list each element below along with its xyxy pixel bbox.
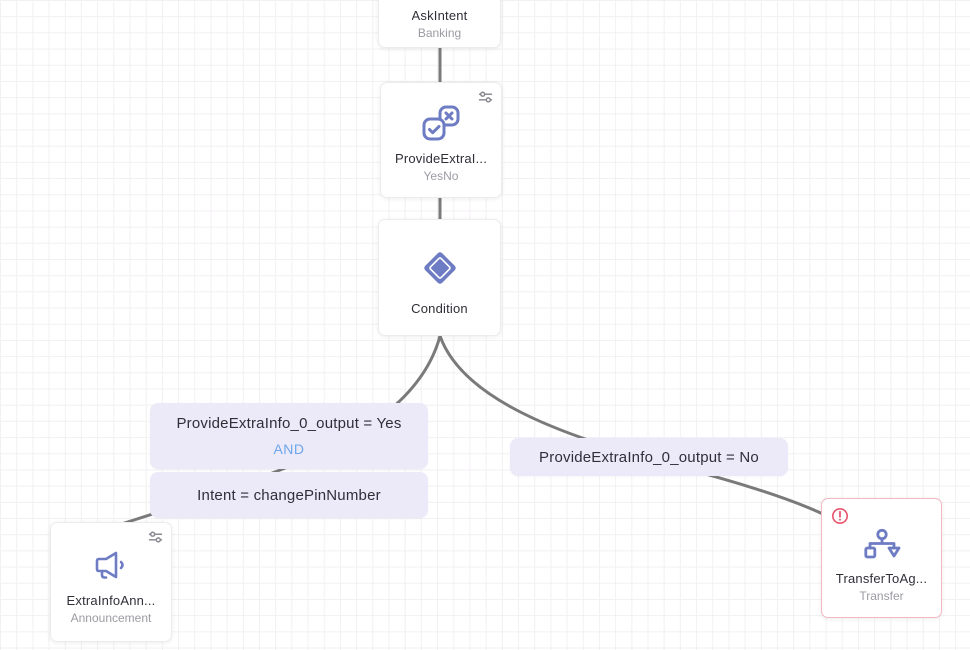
node-condition[interactable]: Condition: [378, 219, 501, 336]
condition-diamond-icon: [419, 247, 461, 289]
node-title: TransferToAg...: [835, 571, 928, 586]
branch-label-yes[interactable]: ProvideExtraInfo_0_output = Yes AND: [150, 403, 428, 469]
megaphone-icon: [92, 551, 130, 583]
branch-expression: ProvideExtraInfo_0_output = Yes: [176, 415, 402, 432]
node-title: ExtraInfoAnn...: [66, 593, 156, 608]
transfer-org-flow-icon: [862, 528, 902, 562]
node-subtitle: Banking: [417, 26, 462, 40]
node-extra-info-announcement[interactable]: ExtraInfoAnn... Announcement: [50, 522, 172, 642]
node-subtitle: Transfer: [859, 589, 904, 603]
branch-expression: ProvideExtraInfo_0_output = No: [539, 448, 759, 466]
node-provide-extra-info[interactable]: ProvideExtraI... YesNo: [380, 82, 502, 198]
node-subtitle: YesNo: [423, 169, 459, 183]
yesno-check-cross-icon: [421, 105, 461, 143]
node-title: AskIntent: [411, 8, 468, 23]
error-exclamation-icon: [831, 507, 849, 525]
node-transfer-to-agent[interactable]: TransferToAg... Transfer: [821, 498, 942, 618]
sliders-icon[interactable]: [478, 90, 493, 105]
branch-label-yes-expression-2[interactable]: Intent = changePinNumber: [150, 472, 428, 518]
branch-expression: Intent = changePinNumber: [197, 486, 381, 504]
node-ask-intent[interactable]: AskIntent Banking: [378, 0, 501, 48]
node-title: ProvideExtraI...: [394, 151, 488, 166]
branch-operator: AND: [273, 441, 305, 457]
sliders-icon[interactable]: [148, 530, 163, 545]
branch-label-no[interactable]: ProvideExtraInfo_0_output = No: [510, 438, 788, 476]
node-title: Condition: [411, 301, 468, 316]
edge-condition-no-branch[interactable]: [438, 334, 825, 516]
node-subtitle: Announcement: [70, 611, 152, 625]
